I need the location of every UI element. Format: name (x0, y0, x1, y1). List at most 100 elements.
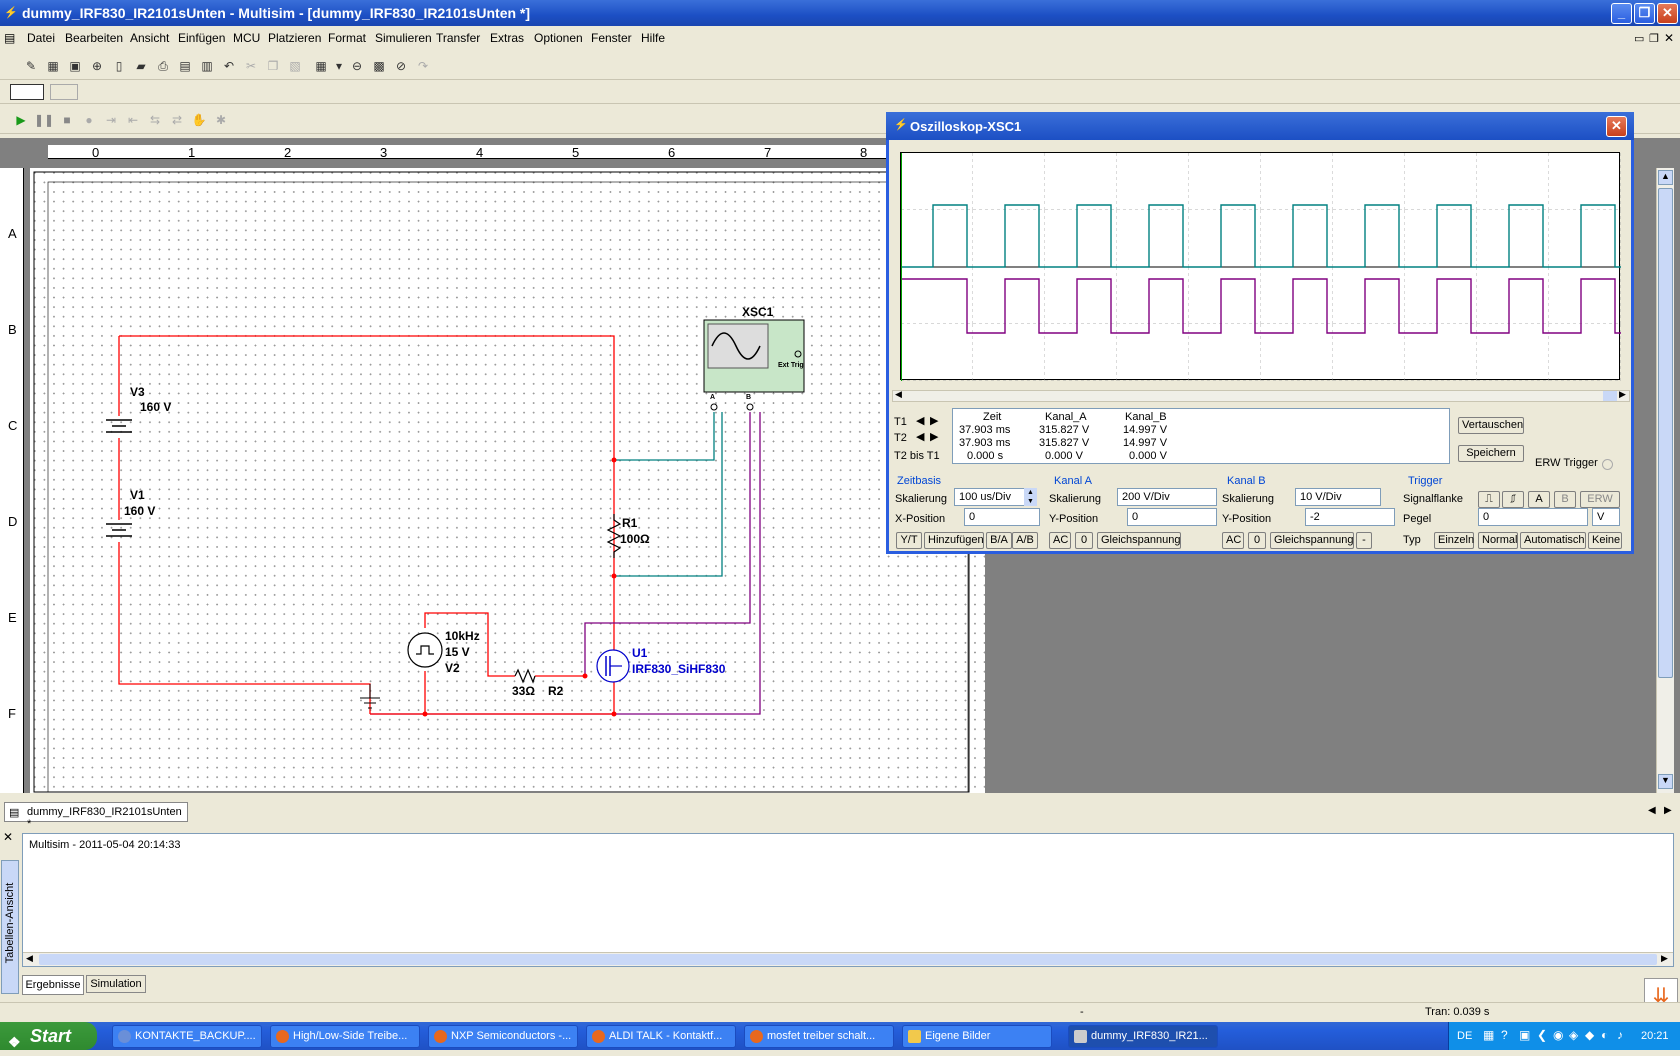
results-scroll-thumb[interactable] (39, 954, 1657, 965)
t1-left-arrow-icon[interactable]: ◀ (916, 415, 925, 427)
xpos-input[interactable]: 0 (964, 508, 1040, 526)
doc-restore-icon[interactable]: ❐ (1649, 33, 1659, 45)
breakpoint-icon[interactable]: ✱ (215, 113, 227, 127)
tray-app1-icon[interactable]: ◉ (1553, 1028, 1564, 1042)
results-scroll-left-icon[interactable]: ◀ (26, 953, 33, 963)
simulation-tab[interactable]: Simulation (86, 975, 146, 993)
menu-datei[interactable]: Datei (27, 31, 56, 45)
zoom-area-icon[interactable]: ⊘ (395, 59, 407, 73)
new-file-icon[interactable]: ▯ (115, 59, 123, 73)
tray-volume-icon[interactable]: ♪ (1617, 1028, 1623, 1042)
task-eigene-bilder[interactable]: Eigene Bilder (902, 1025, 1052, 1048)
t2-right-arrow-icon[interactable]: ▶ (930, 431, 939, 443)
language-indicator[interactable]: DE (1457, 1030, 1473, 1042)
scroll-up-icon[interactable]: ▲ (1658, 170, 1673, 185)
tray-network-icon[interactable]: ▦ (1483, 1028, 1495, 1042)
tray-app4-icon[interactable]: ◐ (1601, 1028, 1609, 1042)
step-icon[interactable]: ⇥ (105, 113, 117, 127)
menu-format[interactable]: Format (328, 31, 367, 45)
ab-button[interactable]: A/B (1012, 532, 1038, 549)
cut-icon[interactable]: ✂ (245, 59, 257, 73)
doc-tab[interactable]: ▤ dummy_IRF830_IR2101sUnten * (4, 802, 188, 830)
trigger-a-button[interactable]: A (1528, 491, 1550, 508)
ba-button[interactable]: B/A (986, 532, 1012, 549)
normal-button[interactable]: Normal (1478, 532, 1518, 549)
kanal-a-zero-button[interactable]: 0 (1075, 532, 1093, 549)
step-out-icon[interactable]: ⇄ (171, 113, 183, 127)
osc-display[interactable] (900, 152, 1621, 381)
grapher-icon[interactable]: ▦ (315, 59, 327, 73)
copy-icon[interactable]: ❐ (267, 59, 279, 73)
kanal-a-ac-button[interactable]: AC (1049, 532, 1071, 549)
panel-close-icon[interactable]: ✕ (3, 830, 14, 844)
step-over-icon[interactable]: ⇤ (127, 113, 139, 127)
paste-icon[interactable]: ▥ (201, 59, 213, 73)
zoom-out-icon[interactable]: ⊖ (351, 59, 363, 73)
kanal-b-dc-button[interactable]: Gleichspannung (1270, 532, 1354, 549)
tray-app2-icon[interactable]: ◈ (1569, 1028, 1579, 1042)
kanal-b-ac-button[interactable]: AC (1222, 532, 1244, 549)
database-icon[interactable]: ▦ (47, 59, 59, 73)
menu-bearbeiten[interactable]: Bearbeiten (65, 31, 124, 45)
automatisch-button[interactable]: Automatisch (1520, 532, 1586, 549)
tray-monitor-icon[interactable]: ▣ (1519, 1028, 1531, 1042)
minimize-button[interactable]: _ (1611, 3, 1632, 24)
menu-fenster[interactable]: Fenster (591, 31, 632, 45)
fit-page-icon[interactable]: ▩ (373, 59, 385, 73)
doc-min-icon[interactable]: ▭ (1634, 33, 1645, 45)
hand-icon[interactable]: ✋ (191, 113, 207, 127)
task-high-low[interactable]: High/Low-Side Treibe... (270, 1025, 420, 1048)
keine-button[interactable]: Keine (1588, 532, 1622, 549)
kanal-a-dc-button[interactable]: Gleichspannung (1097, 532, 1181, 549)
task-nxp[interactable]: NXP Semiconductors -... (428, 1025, 578, 1048)
menu-optionen[interactable]: Optionen (534, 31, 583, 45)
clipboard-icon[interactable]: ▧ (289, 59, 301, 73)
zeitbasis-skal-input[interactable]: 100 us/Div (954, 488, 1030, 506)
start-button[interactable]: ❖ Start (0, 1022, 97, 1050)
yt-button[interactable]: Y/T (896, 532, 922, 549)
task-aldi[interactable]: ALDI TALK - Kontaktf... (586, 1025, 736, 1048)
open-folder-icon[interactable]: ▰ (136, 59, 146, 73)
side-tab[interactable]: Tabellen-Ansicht (1, 860, 19, 994)
pegel-unit[interactable]: V (1592, 508, 1620, 526)
save-all-icon[interactable]: ▣ (69, 59, 81, 73)
doc-close-icon[interactable]: ✕ (1664, 31, 1675, 45)
kanal-b-ypos-input[interactable]: -2 (1305, 508, 1395, 526)
pause-icon[interactable]: ❚❚ (34, 113, 55, 127)
results-scroll-right-icon[interactable]: ▶ (1661, 953, 1668, 963)
vertauschen-button[interactable]: Vertauschen (1458, 417, 1524, 434)
task-mosfet[interactable]: mosfet treiber schalt... (744, 1025, 894, 1048)
tray-back-icon[interactable]: ❮ (1537, 1028, 1548, 1042)
print-icon[interactable]: ⎙ (158, 59, 168, 73)
component-bar-icon[interactable] (50, 84, 78, 100)
run-icon[interactable]: ▶ (16, 113, 26, 127)
menu-mcu[interactable]: MCU (233, 31, 261, 45)
t2-left-arrow-icon[interactable]: ◀ (916, 431, 925, 443)
osc-scroll-right-icon[interactable]: ▶ (1619, 389, 1626, 399)
menu-hilfe[interactable]: Hilfe (641, 31, 666, 45)
wizard-icon[interactable]: ✎ (25, 59, 37, 73)
scroll-thumb[interactable] (1658, 188, 1673, 678)
close-button[interactable]: ✕ (1657, 3, 1678, 24)
menu-transfer[interactable]: Transfer (436, 31, 481, 45)
einzeln-button[interactable]: Einzeln (1434, 532, 1474, 549)
results-tab[interactable]: Ergebnisse (22, 975, 84, 995)
menu-extras[interactable]: Extras (490, 31, 525, 45)
menu-einfuegen[interactable]: Einfügen (178, 31, 226, 45)
task-multisim[interactable]: dummy_IRF830_IR21... (1068, 1025, 1218, 1048)
zoom-in-icon[interactable]: ⊕ (91, 59, 103, 73)
hinzufuegen-button[interactable]: Hinzufügen (924, 532, 984, 549)
rising-edge-icon[interactable]: ⎍ (1478, 491, 1500, 508)
trigger-b-button[interactable]: B (1554, 491, 1576, 508)
redo-icon[interactable]: ↷ (417, 59, 429, 73)
stop-icon[interactable]: ■ (63, 113, 71, 127)
scroll-down-icon[interactable]: ▼ (1658, 774, 1673, 789)
schematic-canvas[interactable]: V3 160 V V1 160 V 10kHz 15 V V2 33Ω R2 R… (30, 168, 985, 793)
menu-ansicht[interactable]: Ansicht (130, 31, 170, 45)
step-into-icon[interactable]: ⇆ (149, 113, 161, 127)
osc-close-button[interactable]: ✕ (1606, 116, 1627, 137)
t1-right-arrow-icon[interactable]: ▶ (930, 415, 939, 427)
menu-platzieren[interactable]: Platzieren (268, 31, 322, 45)
maximize-button[interactable]: ❐ (1634, 3, 1655, 24)
doc-menu-icon[interactable]: ▤ (4, 31, 16, 45)
